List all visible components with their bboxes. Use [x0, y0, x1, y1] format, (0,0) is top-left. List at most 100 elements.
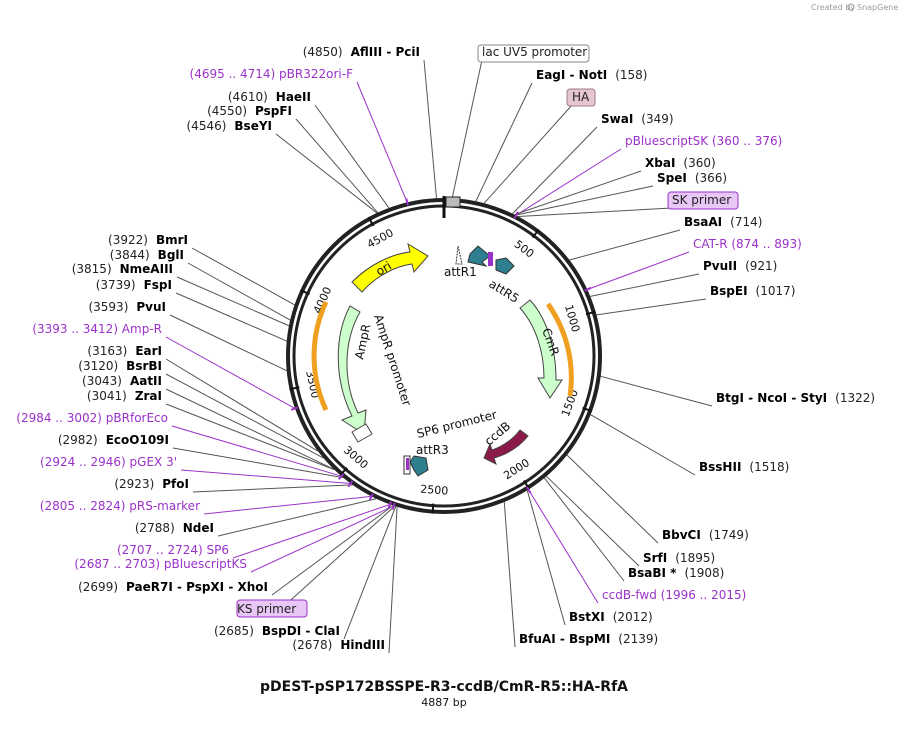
enzyme-name: HindIII: [340, 638, 385, 652]
enzyme-position: (1908): [684, 566, 724, 580]
enzyme-position: (158): [615, 68, 647, 82]
ori-feature: [351, 242, 429, 293]
enzyme-label: BsaBI *(1908): [628, 566, 724, 580]
enzyme-name: BfuAI - BspMI: [519, 632, 610, 646]
tick-label: 4500: [365, 226, 396, 251]
enzyme-name: NmeAIII: [120, 262, 173, 276]
ampr-promoter-feature: [351, 423, 373, 443]
enzyme-position: (2685): [214, 624, 254, 638]
enzyme-name: BspDI - ClaI: [262, 624, 340, 638]
enzyme-name: PvuII: [703, 259, 737, 273]
ampr-promoter-label: AmpR promoter: [371, 313, 414, 408]
enzyme-label: (2685) BspDI - ClaI: [214, 624, 340, 638]
tick-mark: [299, 289, 310, 296]
leader-line: [171, 425, 342, 477]
enzyme-name: BtgI - NcoI - StyI: [716, 391, 827, 405]
enzyme-name: SrfI: [643, 551, 667, 565]
enzyme-position: (2923): [114, 477, 154, 491]
ks-primer-box: [236, 599, 308, 618]
enzyme-name: AatII: [130, 374, 162, 388]
enzyme-name: EagI - NotI: [536, 68, 607, 82]
primer-site-mark: [513, 211, 519, 219]
leader-line: [515, 185, 654, 216]
enzyme-name: BsrBI: [126, 359, 162, 373]
label-leaders: [165, 59, 713, 654]
enzyme-position: (349): [641, 112, 673, 126]
leader-line: [169, 314, 287, 372]
tick-mark: [289, 386, 300, 391]
ori-label: ori: [374, 259, 395, 279]
lac-uv5-promoter-block: [445, 196, 461, 208]
enzyme-name: FspI: [144, 278, 172, 292]
enzyme-position: (2788): [135, 521, 175, 535]
enzyme-position: (4546): [187, 119, 227, 133]
enzyme-label: (3844) BglI: [110, 248, 184, 262]
leader-line: [503, 502, 516, 648]
lac-uv5-promoter-box: [477, 44, 590, 63]
enzyme-label: (4850)AflIII - PciI: [303, 45, 420, 59]
enzyme-name: BbvCI: [662, 528, 701, 542]
leader-line: [314, 104, 390, 209]
enzyme-position: (1518): [749, 460, 789, 474]
enzyme-position: (1749): [709, 528, 749, 542]
tick-mark: [523, 480, 531, 490]
enzyme-name: BssHII: [699, 460, 741, 474]
enzyme-position: (1017): [756, 284, 796, 298]
leader-line: [295, 118, 379, 213]
enzyme-name: BsaAI: [684, 215, 722, 229]
enzyme-label: BbvCI (1749): [662, 528, 749, 542]
tick-label: 2500: [420, 483, 449, 498]
feature-box-label: HA: [572, 90, 590, 104]
leader-line: [232, 503, 391, 559]
primer-label: ccdB-fwd (1996 .. 2015): [602, 588, 746, 602]
leader-line: [172, 447, 344, 479]
leader-line: [600, 375, 713, 407]
leader-line: [271, 505, 394, 596]
credit-created-by: Created by: [811, 3, 855, 12]
enzyme-position: (3041): [87, 389, 127, 403]
leader-line: [475, 82, 533, 202]
leader-line: [165, 373, 324, 459]
leader-line: [165, 388, 335, 470]
enzyme-label: (4550)PspFI: [207, 104, 292, 118]
primer-label: (2924 .. 2946) pGEX 3': [40, 455, 177, 469]
tick-mark: [582, 406, 593, 413]
tick-label: 1000: [562, 303, 582, 334]
tick-mark: [531, 228, 540, 239]
leader-line: [515, 148, 622, 216]
leader-line: [217, 498, 377, 537]
primer-label: (2707 .. 2724) SP6: [117, 543, 229, 557]
enzyme-label: BstXI(2012): [569, 610, 653, 624]
leader-line: [203, 495, 372, 515]
enzyme-position: (2982): [58, 433, 98, 447]
enzyme-position: (4850): [303, 45, 343, 59]
enzyme-label: (3043)AatII: [82, 374, 162, 388]
ampr-label: AmpR: [352, 323, 373, 361]
enzyme-label: EagI - NotI (158): [536, 68, 647, 82]
primer-site-mark: [347, 480, 354, 488]
leader-line: [590, 273, 700, 297]
leader-line: [526, 490, 566, 626]
leader-line: [176, 276, 290, 327]
enzyme-name: EarI: [135, 344, 162, 358]
enzyme-label: (3815)NmeAIII: [72, 262, 173, 276]
leader-line: [518, 207, 673, 217]
enzyme-position: (714): [730, 215, 762, 229]
tick-mark: [585, 310, 596, 316]
leader-line: [343, 506, 397, 640]
leader-line: [191, 247, 295, 306]
attr1-label: attR1: [444, 265, 477, 279]
enzyme-position: (2678): [292, 638, 332, 652]
primer-site-mark: [290, 406, 299, 411]
enzyme-position: (4550): [207, 104, 247, 118]
enzyme-position: (3739): [96, 278, 136, 292]
enzyme-position: (1322): [835, 391, 875, 405]
leader-line: [175, 292, 287, 342]
enzyme-label: (3922)BmrI: [108, 233, 188, 247]
enzyme-name: BglI: [158, 248, 184, 262]
primer-site-mark: [368, 493, 374, 501]
leader-line: [514, 170, 642, 216]
enzyme-position: (3844): [110, 248, 150, 262]
